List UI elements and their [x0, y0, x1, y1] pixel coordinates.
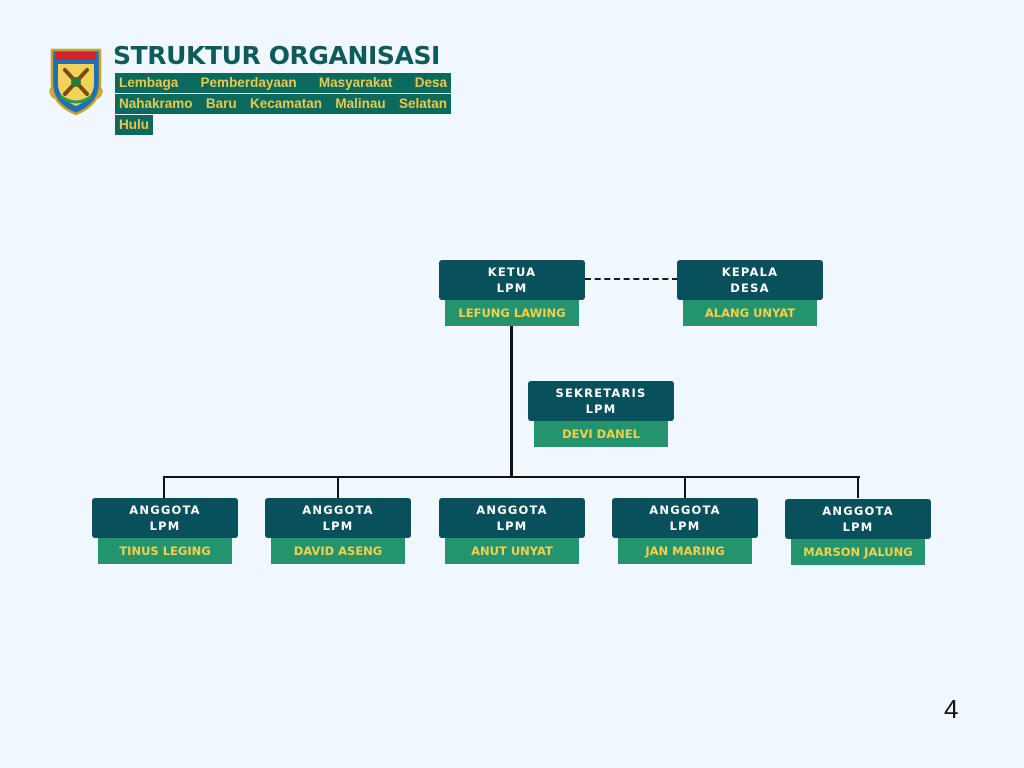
role-line: LPM [149, 519, 181, 533]
page-number: 4 [944, 694, 959, 724]
role-line: ANGGOTA [822, 504, 894, 518]
ketua-trunk-line [510, 326, 513, 478]
role-line: SEKRETARIS [555, 386, 647, 400]
role-line: LPM [842, 520, 874, 534]
anggota-drop-line [684, 476, 686, 498]
anggota-role-box: ANGGOTA LPM [439, 498, 585, 538]
coordination-dashed-line [585, 278, 678, 280]
role-line: KETUA [487, 265, 537, 279]
subtitle-line-2: Nahakramo Baru Kecamatan Malinau Selatan [115, 94, 451, 114]
page-title: STRUKTUR ORGANISASI [113, 41, 440, 70]
role-line: LPM [496, 281, 528, 295]
role-line: DESA [730, 281, 770, 295]
anggota-drop-line [163, 476, 165, 498]
role-line: LPM [322, 519, 354, 533]
kepala-desa-role-box: KEPALA DESA [677, 260, 823, 300]
anggota-bus-line [163, 476, 860, 478]
role-line: KEPALA [721, 265, 779, 279]
anggota-role-box: ANGGOTA LPM [92, 498, 238, 538]
anggota-drop-line [857, 476, 859, 498]
anggota-drop-line [337, 476, 339, 498]
role-line: LPM [496, 519, 528, 533]
anggota-name: MARSON JALUNG [791, 539, 925, 565]
kepala-desa-name: ALANG UNYAT [683, 300, 817, 326]
anggota-role-box: ANGGOTA LPM [265, 498, 411, 538]
subtitle-line-1: Lembaga Pemberdayaan Masyarakat Desa [115, 73, 451, 93]
role-line: ANGGOTA [129, 503, 201, 517]
role-line: ANGGOTA [476, 503, 548, 517]
subtitle-line-3: Hulu [115, 115, 153, 135]
anggota-name: TINUS LEGING [98, 538, 232, 564]
anggota-role-box: ANGGOTA LPM [785, 499, 931, 539]
role-line: ANGGOTA [302, 503, 374, 517]
sekretaris-name: DEVI DANEL [534, 421, 668, 447]
role-line: ANGGOTA [649, 503, 721, 517]
role-line: LPM [669, 519, 701, 533]
anggota-name: JAN MARING [618, 538, 752, 564]
ketua-role-box: KETUA LPM [439, 260, 585, 300]
anggota-name: ANUT UNYAT [445, 538, 579, 564]
ketua-name: LEFUNG LAWING [445, 300, 579, 326]
role-line: LPM [585, 402, 617, 416]
anggota-name: DAVID ASENG [271, 538, 405, 564]
anggota-role-box: ANGGOTA LPM [612, 498, 758, 538]
regency-coat-of-arms-icon [48, 44, 104, 116]
sekretaris-role-box: SEKRETARIS LPM [528, 381, 674, 421]
